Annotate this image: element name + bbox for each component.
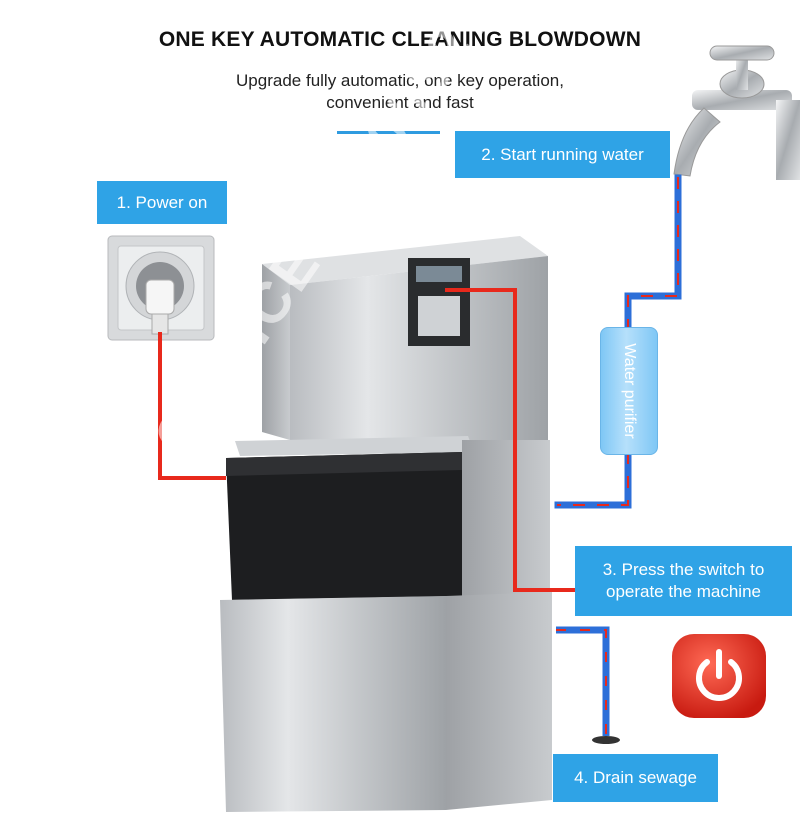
ice-maker-lower-cabinet bbox=[220, 592, 552, 812]
step-1-power-on: 1. Power on bbox=[97, 181, 227, 224]
ice-maker-upper-unit bbox=[262, 236, 548, 440]
step-3-press-switch: 3. Press the switch to operate the machi… bbox=[575, 546, 792, 616]
step-4-drain-sewage: 4. Drain sewage bbox=[553, 754, 718, 802]
switch-signal-line bbox=[445, 288, 580, 592]
drain-pipe bbox=[556, 626, 620, 744]
subtitle: Upgrade fully automatic, one key operati… bbox=[170, 70, 630, 114]
subtitle-underline bbox=[337, 131, 440, 134]
power-line bbox=[158, 332, 226, 480]
water-purifier: Water purifier bbox=[600, 327, 658, 455]
subtitle-line-1: Upgrade fully automatic, one key operati… bbox=[236, 71, 564, 90]
water-purifier-label: Water purifier bbox=[621, 343, 638, 439]
step-3-line-2: operate the machine bbox=[605, 582, 761, 601]
wall-socket-icon bbox=[107, 235, 215, 341]
ice-bin bbox=[226, 436, 550, 600]
step-3-line-1: 3. Press the switch to bbox=[602, 560, 765, 579]
step-2-start-water: 2. Start running water bbox=[455, 131, 670, 178]
page-title: ONE KEY AUTOMATIC CLEANING BLOWDOWN bbox=[158, 28, 642, 51]
faucet-icon bbox=[673, 45, 800, 180]
water-inlet-pipe bbox=[554, 174, 682, 509]
subtitle-line-2: convenient and fast bbox=[326, 93, 474, 112]
power-button-icon bbox=[672, 634, 766, 718]
